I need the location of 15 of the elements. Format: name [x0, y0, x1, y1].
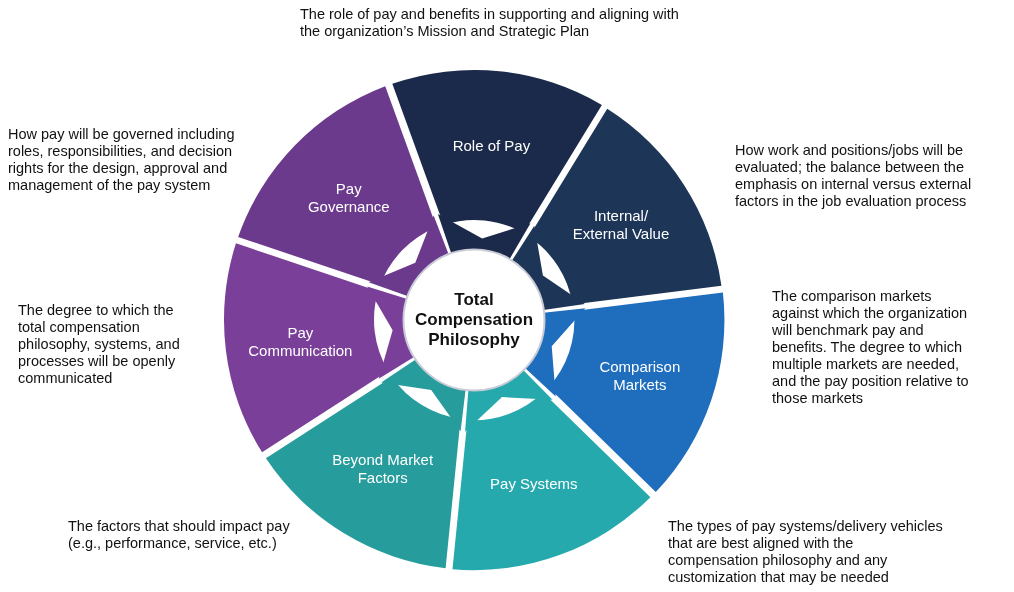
description-text: The types of pay systems/delivery vehicles that are best aligned with the compensation philosophy and any customization that may be needed — [668, 518, 943, 586]
segment-label: Pay Governance — [306, 179, 391, 216]
segment-label: Role of Pay — [451, 136, 532, 155]
center-title: Total Compensation Philosophy — [413, 290, 535, 350]
description-text: The role of pay and benefits in supporting and aligning with the organization’s Mission and Strategic Plan — [300, 6, 680, 40]
segment-label: Pay Systems — [489, 475, 579, 494]
description-text: The comparison markets against which the organization will benchmark pay and benefits. The degree to which multiple markets are needed, and the pay position relative to those markets — [772, 288, 970, 407]
segment-label: Internal/ External Value — [571, 207, 671, 244]
segment-label: Beyond Market Factors — [331, 451, 435, 488]
description-text: The factors that should impact pay (e.g., performance, service, etc.) — [68, 518, 291, 552]
description-text: How work and positions/jobs will be evaluated; the balance between the emphasis on internal versus external factors in the job evaluation process — [735, 142, 973, 210]
description-text: How pay will be governed including roles, responsibilities, and decision rights for the design, approval and management of the pay system — [8, 126, 236, 194]
segment-label: Comparison Markets — [598, 357, 682, 394]
segment-label: Pay Communication — [247, 323, 354, 360]
description-text: The degree to which the total compensation philosophy, systems, and processes will be openly communicated — [18, 302, 181, 387]
